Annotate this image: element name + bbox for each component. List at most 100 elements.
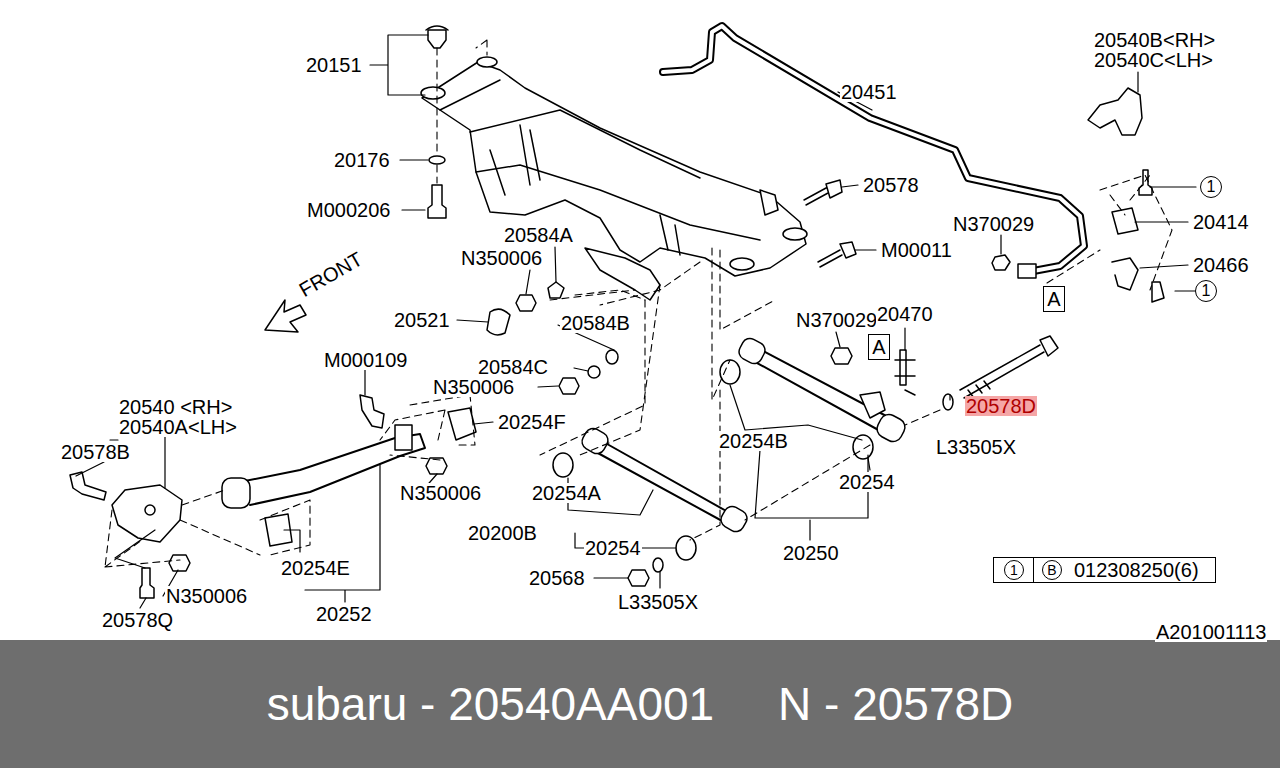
part-number: N350006 (460, 248, 543, 268)
drawing-stroke (76, 385, 862, 490)
drawing-stroke (428, 30, 446, 48)
drawing-stroke (440, 80, 760, 240)
mount-bushing (426, 26, 448, 48)
part-number: M000206 (306, 200, 391, 220)
nut (992, 255, 1010, 270)
part-number: 20254 (584, 538, 642, 558)
part-number: 20584C (477, 357, 549, 377)
drawing-stroke (422, 62, 806, 276)
drawing-stroke (370, 35, 428, 95)
drawing-stroke (477, 57, 497, 67)
drawing-stroke (115, 530, 660, 608)
drawing-stroke (395, 425, 412, 450)
part-number: 20584A (503, 225, 574, 245)
circled-mark: B (1042, 560, 1062, 580)
bolt (140, 568, 154, 598)
part-number: M00011 (880, 240, 953, 260)
part-number: 20254 (838, 472, 896, 492)
table-divider (1033, 558, 1034, 582)
circled-mark: 1 (1004, 560, 1024, 580)
bolt (1139, 170, 1152, 195)
drawing-stroke (596, 440, 728, 522)
drawing-stroke (663, 26, 1084, 272)
bracket (1088, 88, 1142, 135)
part-number: 20540B<RH> (1093, 30, 1216, 50)
bushing (676, 536, 696, 560)
part-number: 20250 (782, 543, 840, 563)
part-number: N350006 (399, 483, 482, 503)
part-number: 20521 (393, 310, 451, 330)
part-number: 20578 (862, 175, 920, 195)
bushing (720, 360, 740, 384)
drawing-stroke (390, 395, 475, 460)
drawing-stroke (105, 510, 180, 567)
reference-box: A (868, 334, 890, 360)
nut (426, 458, 447, 474)
drawing-stroke (905, 175, 1172, 425)
box-text: A (1047, 289, 1060, 309)
drawing-stroke (755, 450, 868, 540)
part-number: FRONT (295, 248, 366, 301)
part-number: N370029 (795, 310, 878, 330)
bolt (360, 395, 384, 428)
front-arrow (265, 300, 306, 332)
drawing-stroke (365, 368, 950, 400)
drawing-stroke (730, 258, 754, 270)
washer (588, 366, 600, 378)
reference-box: A (1043, 286, 1065, 312)
drawing-stroke (1040, 336, 1058, 356)
part-number: N370029 (952, 214, 1035, 234)
box-text: A (872, 337, 885, 357)
drawing-stroke (718, 503, 750, 534)
box-text: 012308250(6) (1074, 560, 1199, 580)
part-number: 20176 (333, 150, 391, 170)
plug (487, 309, 510, 335)
drawing-stroke (421, 87, 445, 99)
drawing-stroke (284, 465, 380, 602)
drawing-stroke (1110, 175, 1150, 215)
washer (429, 156, 445, 164)
drawing-stroke (400, 160, 428, 210)
part-number: 20466 (1192, 255, 1250, 275)
bolt (818, 242, 856, 267)
clip (548, 282, 564, 298)
drawing-stroke (222, 478, 250, 508)
drawing-stroke (1018, 264, 1036, 278)
part-number: L33505X (935, 437, 1017, 457)
washer (653, 558, 663, 572)
part-number: N350006 (432, 377, 515, 397)
drawing-stroke (579, 425, 611, 456)
drawing-stroke (690, 390, 870, 540)
bolt (804, 180, 842, 205)
part-number: 20151 (305, 55, 363, 75)
caption: subaru - 20540AA001 N - 20578D (0, 640, 1280, 768)
part-number: 20540 <RH> (118, 397, 233, 417)
drawing-stroke (663, 26, 1084, 272)
part-number: 20451 (840, 82, 898, 102)
leader-lines (76, 35, 1196, 608)
drawing-stroke (580, 262, 700, 455)
part-number: 20578D (965, 396, 1037, 416)
drawing-stroke (526, 235, 1001, 294)
part-number: L33505X (617, 592, 699, 612)
drawing-stroke (380, 410, 445, 440)
drawing-stroke (838, 92, 872, 187)
part-number: A201001113 (1155, 622, 1267, 642)
dashed-guides (105, 40, 1172, 567)
drawing-stroke (874, 411, 908, 444)
bolt (70, 472, 106, 500)
part-number: 20254E (280, 558, 351, 578)
drawing-stroke (437, 40, 487, 183)
drawing-stroke (180, 490, 310, 555)
drawing-stroke (145, 505, 155, 515)
part-number: 20568 (528, 568, 586, 588)
washer (606, 350, 618, 364)
part-number: 20578B (60, 442, 131, 462)
drawing-stroke (1135, 72, 1196, 291)
part-number: 20470 (876, 304, 934, 324)
part-number: 20254B (718, 431, 789, 451)
bolt-table: 1B 012308250(6) (993, 557, 1216, 583)
callout-number: 1 (1195, 280, 1217, 302)
part-number: 20578Q (101, 610, 174, 630)
part-number: 20254A (531, 483, 602, 503)
